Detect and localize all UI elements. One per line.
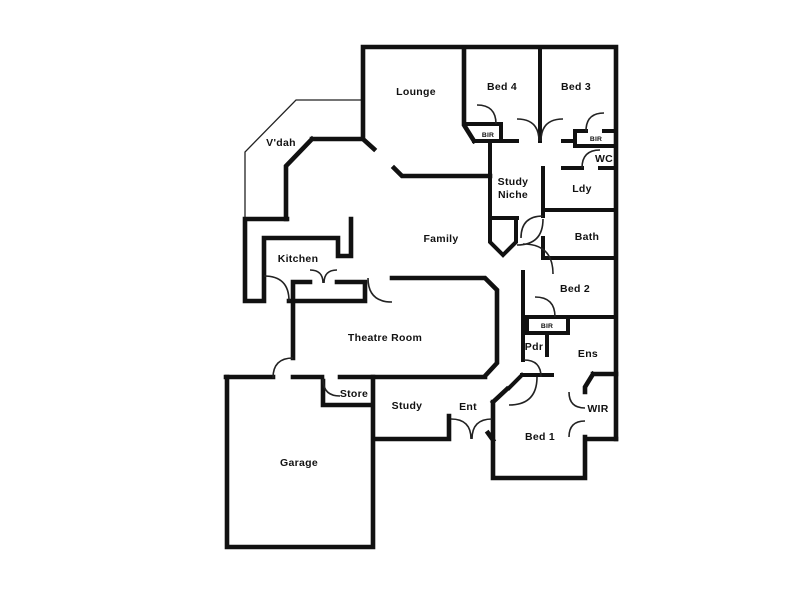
room-label-pdr: Pdr: [525, 341, 543, 353]
room-label-ldy: Ldy: [572, 183, 592, 195]
room-label-bath: Bath: [575, 231, 600, 243]
room-label-wir: WIR: [587, 403, 608, 415]
room-label-lounge: Lounge: [396, 86, 436, 98]
room-label-bir-bed3: BIR: [590, 136, 602, 143]
living-area-walls: [223, 216, 500, 380]
verandah-outline: [244, 99, 363, 219]
room-label-vdah: V'dah: [266, 137, 296, 149]
room-label-bed2: Bed 2: [560, 283, 590, 295]
room-label-kitchen: Kitchen: [278, 253, 319, 265]
room-label-bed1: Bed 1: [525, 431, 555, 443]
room-label-bir-bed4: BIR: [482, 132, 494, 139]
room-label-bed4: Bed 4: [487, 81, 517, 93]
room-label-garage: Garage: [280, 457, 318, 469]
bed2-ens-walls: [506, 270, 618, 391]
door-arcs: [263, 104, 605, 440]
room-label-study-niche-1: Study: [498, 176, 529, 188]
exterior-walls: [283, 44, 619, 442]
room-label-store: Store: [340, 388, 368, 400]
room-label-study-niche-2: Niche: [498, 189, 528, 201]
room-label-study: Study: [392, 400, 423, 412]
room-label-bed3: Bed 3: [561, 81, 591, 93]
room-label-ens: Ens: [578, 348, 598, 360]
bed1-garage-walls: [224, 370, 619, 550]
room-label-family: Family: [423, 233, 458, 245]
room-label-bir-bed2: BIR: [541, 323, 553, 330]
room-label-ent: Ent: [459, 401, 477, 413]
bedroom-wing-walls: [464, 45, 618, 260]
room-label-wc: WC: [595, 153, 613, 165]
room-label-theatre: Theatre Room: [348, 332, 422, 344]
